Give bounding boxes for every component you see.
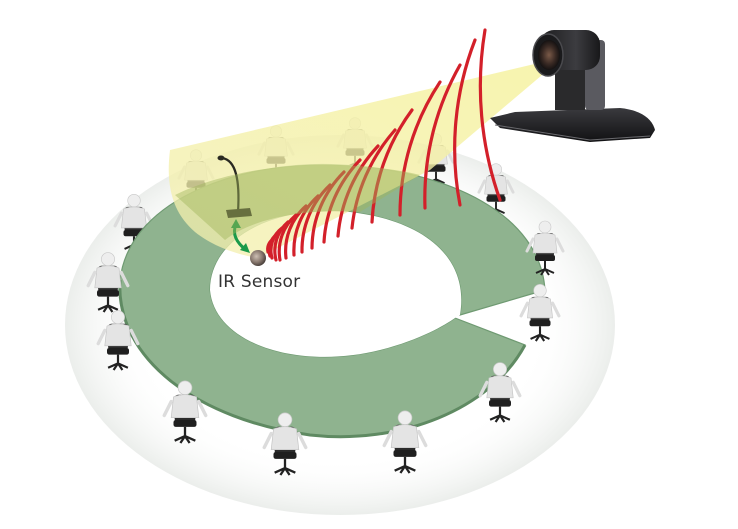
- microphone: [217, 155, 252, 218]
- ir-waves: [266, 28, 502, 262]
- ptz-camera: [490, 30, 655, 142]
- beam-table-overlay: [175, 164, 420, 240]
- ir-sensor-label: IR Sensor: [218, 272, 301, 292]
- ir-sensor: [250, 250, 266, 266]
- double-arrow: [231, 219, 250, 253]
